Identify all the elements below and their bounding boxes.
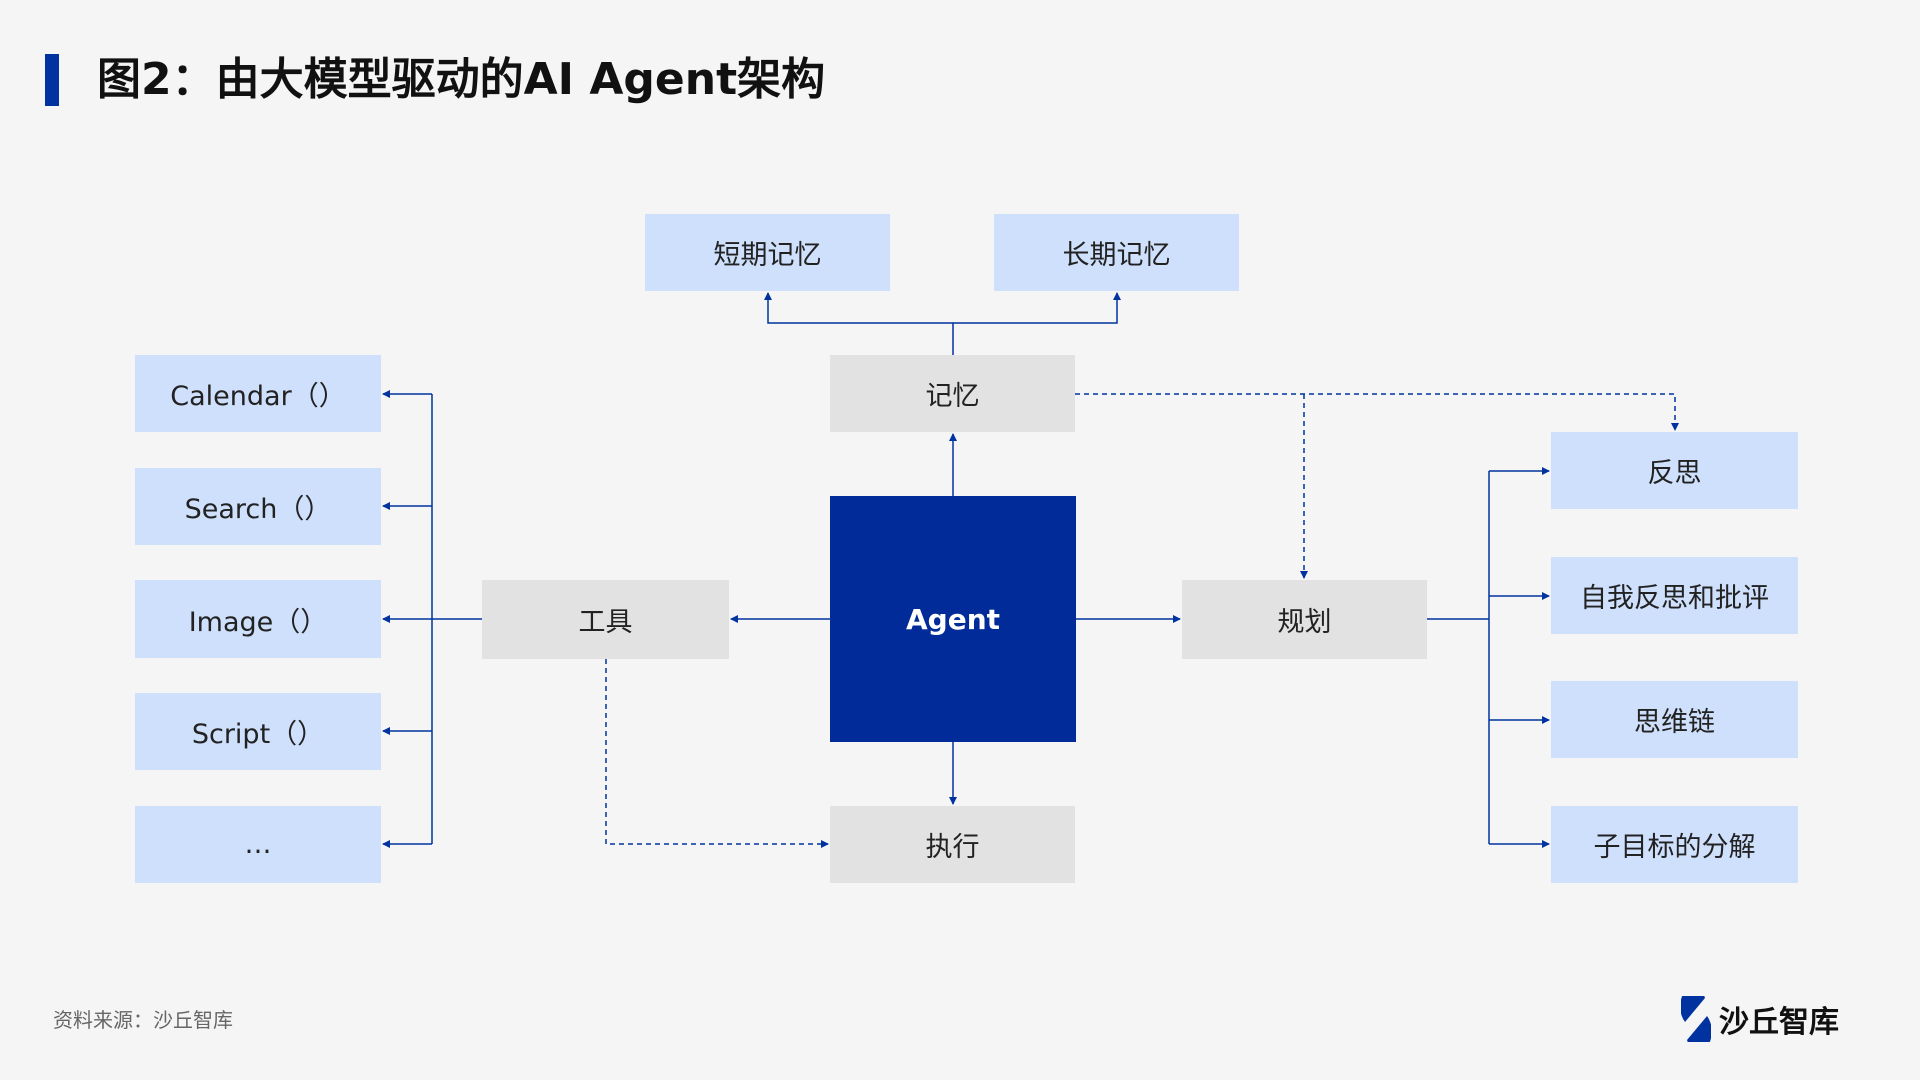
source-note: 资料来源：沙丘智库 (53, 1008, 233, 1032)
long-term-memory-node: 长期记忆 (994, 214, 1239, 291)
title-accent-bar (45, 54, 59, 106)
action-node: 执行 (830, 806, 1075, 883)
tool-item: Search（） (135, 468, 381, 545)
logo-text: 沙丘智库 (1719, 1005, 1839, 1040)
brand-logo: 沙丘智库 (1681, 996, 1839, 1042)
planning-item: 思维链 (1551, 681, 1798, 758)
short-term-memory-node: 短期记忆 (645, 214, 890, 291)
tools-node: 工具 (482, 580, 729, 659)
planning-item: 自我反思和批评 (1551, 557, 1798, 634)
tool-item: Image（） (135, 580, 381, 658)
planning-node: 规划 (1182, 580, 1427, 659)
tool-item: … (135, 806, 381, 883)
agent-node: Agent (830, 496, 1076, 742)
tool-item: Calendar（） (135, 355, 381, 432)
logo-mark-icon (1681, 996, 1711, 1042)
page-title: 图2：由大模型驱动的AI Agent架构 (97, 54, 826, 105)
planning-item: 子目标的分解 (1551, 806, 1798, 883)
tool-item: Script（） (135, 693, 381, 770)
planning-item: 反思 (1551, 432, 1798, 509)
memory-node: 记忆 (830, 355, 1075, 432)
